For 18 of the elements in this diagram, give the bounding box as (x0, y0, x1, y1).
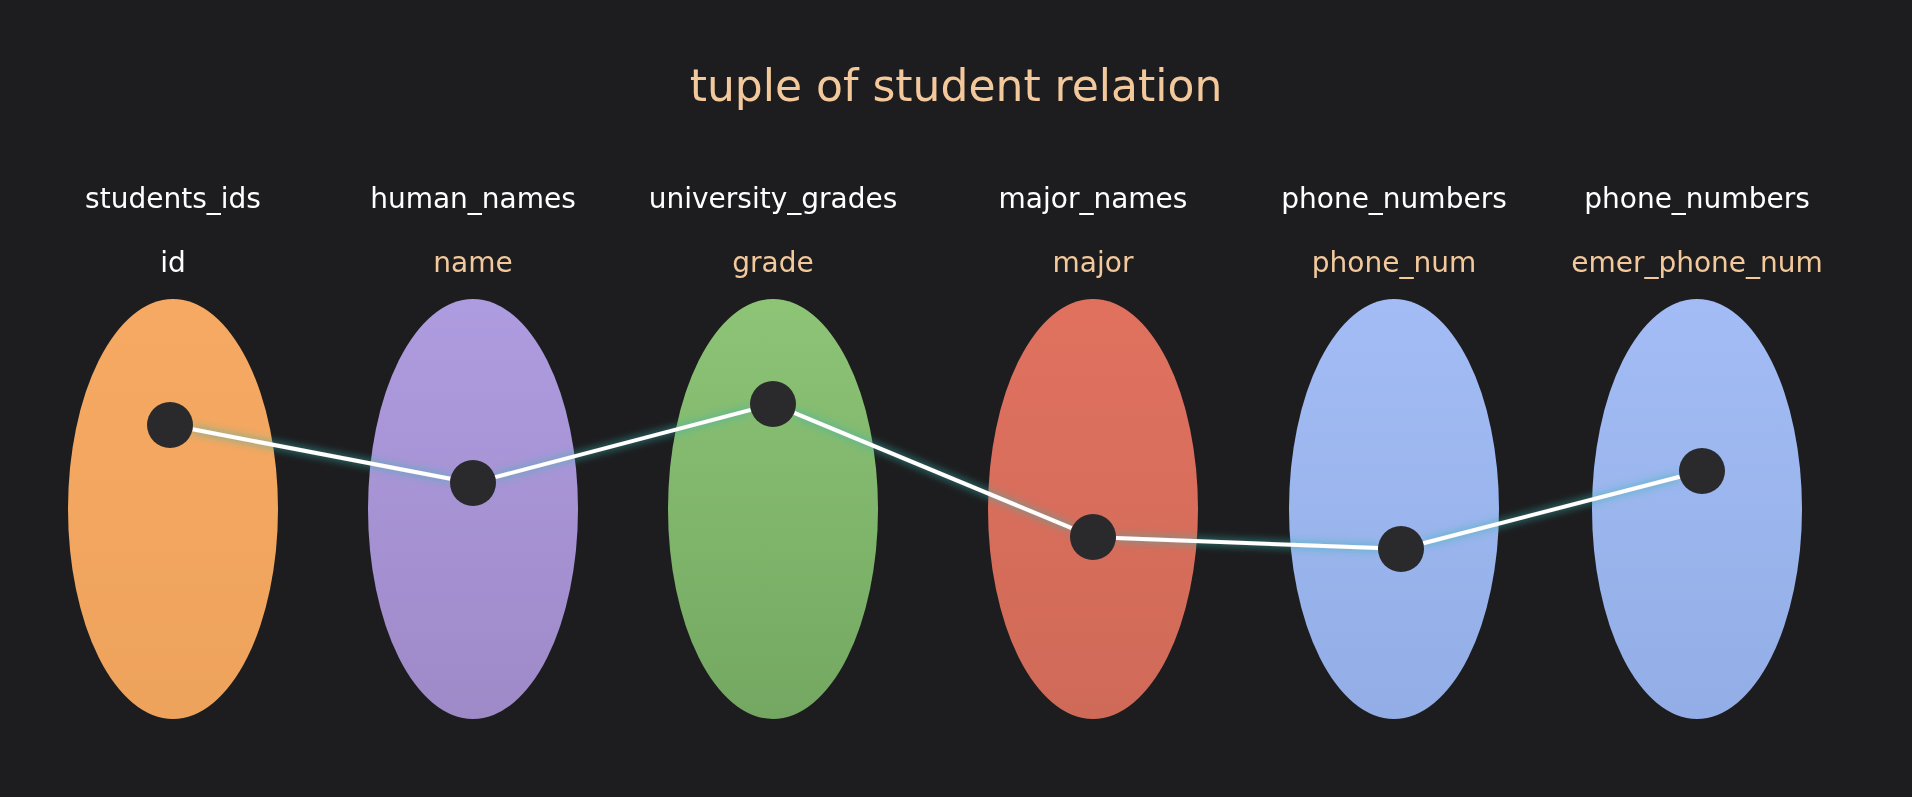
diagram-title: tuple of student relation (688, 60, 1224, 111)
attribute-name: id (159, 246, 187, 279)
tuple-line (1115, 535, 1379, 551)
attribute-name: major (1051, 246, 1135, 279)
domain-name: phone_numbers (1280, 182, 1508, 215)
attribute-name: emer_phone_num (1570, 246, 1824, 279)
attribute-name: name (432, 246, 514, 279)
tuple-line (1422, 474, 1681, 546)
tuple-line (494, 407, 752, 480)
attribute-name: phone_num (1310, 246, 1478, 279)
tuple-line (793, 411, 1073, 530)
domain-name: university_grades (647, 182, 899, 215)
domain-name: phone_numbers (1583, 182, 1811, 215)
tuple-line (192, 427, 451, 481)
domain-name: major_names (997, 182, 1189, 215)
domain-name: students_ids (84, 182, 262, 215)
attribute-name: grade (731, 246, 815, 279)
domain-name: human_names (369, 182, 577, 215)
